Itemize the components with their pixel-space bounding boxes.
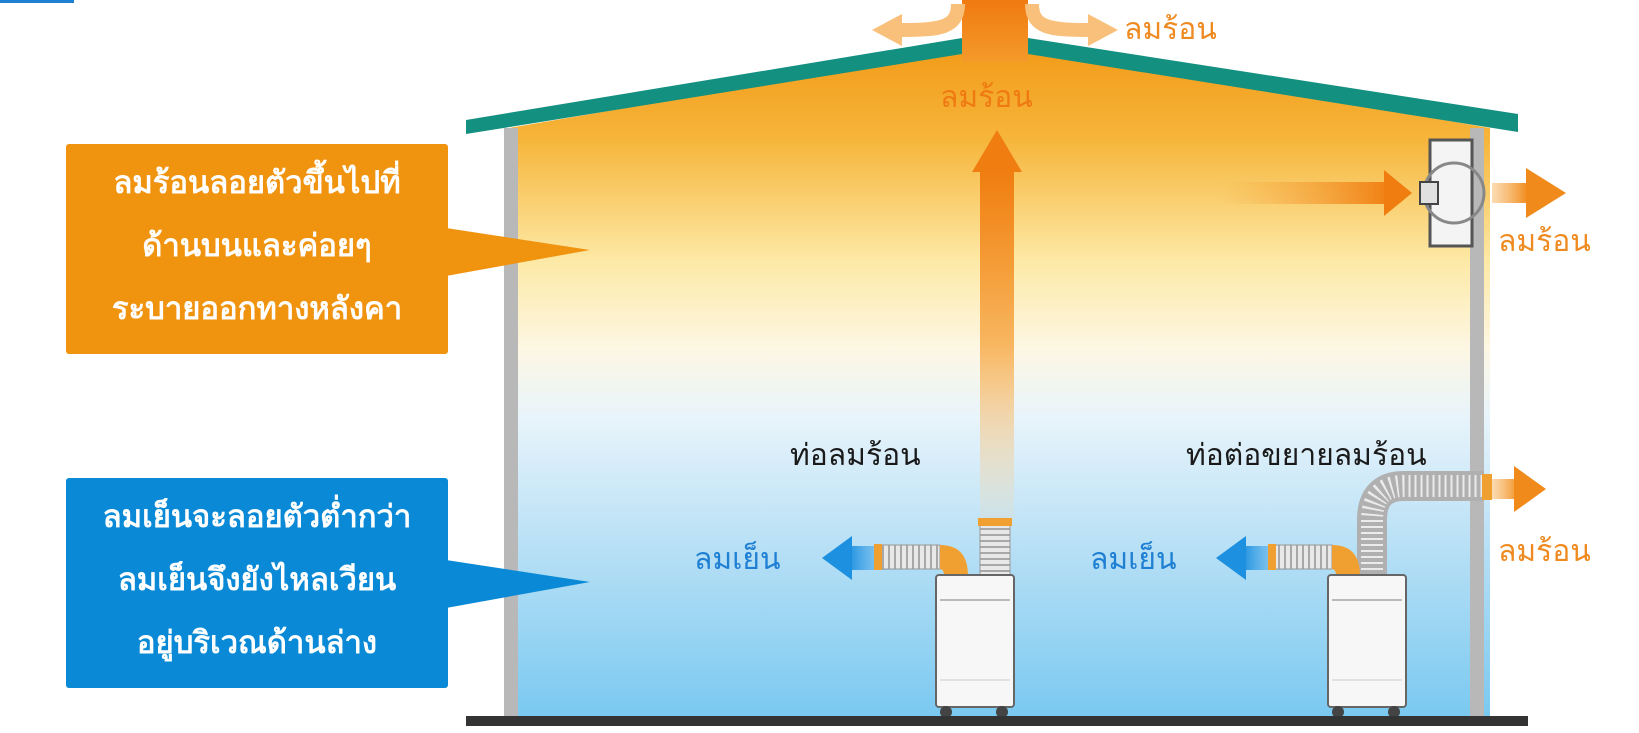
hot-callout-line-3: ระบายออกทางหลังคา bbox=[111, 291, 403, 327]
spot-cooler-left bbox=[874, 518, 1015, 718]
exhaust-fan bbox=[1419, 138, 1486, 248]
cold-air-callout: ลมเย็นจะลอยตัวต่ำกว่า ลมเย็นจึงยังไหลเวี… bbox=[66, 478, 448, 688]
corner-mark bbox=[0, 0, 74, 3]
hot-duct-label: ท่อลมร้อน bbox=[790, 438, 921, 473]
hot-callout-line-2: ด้านบนและค่อยๆ bbox=[142, 228, 372, 264]
cold-right-label: ลมเย็น bbox=[1090, 542, 1177, 577]
ext-pipe-outflow-arrow bbox=[1492, 466, 1546, 512]
roof-outflow-arrows bbox=[872, 3, 1118, 46]
hot-air-up-arrow bbox=[972, 130, 1022, 520]
floor bbox=[466, 716, 1528, 726]
right-wall bbox=[1470, 128, 1484, 722]
fan-hot-label: ลมร้อน bbox=[1498, 224, 1591, 259]
extension-duct-label: ท่อต่อขยายลมร้อน bbox=[1186, 438, 1427, 473]
hot-air-to-fan-arrow bbox=[1220, 170, 1412, 216]
cold-callout-pointer bbox=[446, 560, 590, 608]
hot-callout-line-1: ลมร้อนลอยตัวขึ้นไปที่ bbox=[113, 165, 401, 201]
spot-cooler-right bbox=[1268, 471, 1492, 718]
chimney-duct bbox=[962, 0, 1028, 62]
hot-air-callout: ลมร้อนลอยตัวขึ้นไปที่ ด้านบนและค่อยๆ ระบ… bbox=[66, 144, 448, 354]
cold-callout-line-2: ลมเย็นจึงยังไหลเวียน bbox=[117, 562, 397, 598]
roof-top-hot-label: ลมร้อน bbox=[1124, 12, 1217, 47]
left-wall bbox=[504, 128, 518, 722]
cold-callout-line-3: อยู่บริเวณด้านล่าง bbox=[136, 625, 378, 661]
roof-center-hot-label: ลมร้อน bbox=[940, 80, 1033, 115]
roof bbox=[466, 38, 962, 134]
hot-callout-pointer bbox=[446, 228, 590, 276]
fan-outflow-arrow bbox=[1492, 168, 1566, 218]
cold-callout-line-1: ลมเย็นจะลอยตัวต่ำกว่า bbox=[102, 499, 412, 535]
roof-right bbox=[1028, 38, 1518, 132]
cold-left-label: ลมเย็น bbox=[694, 542, 781, 577]
ext-pipe-hot-label: ลมร้อน bbox=[1498, 534, 1591, 569]
